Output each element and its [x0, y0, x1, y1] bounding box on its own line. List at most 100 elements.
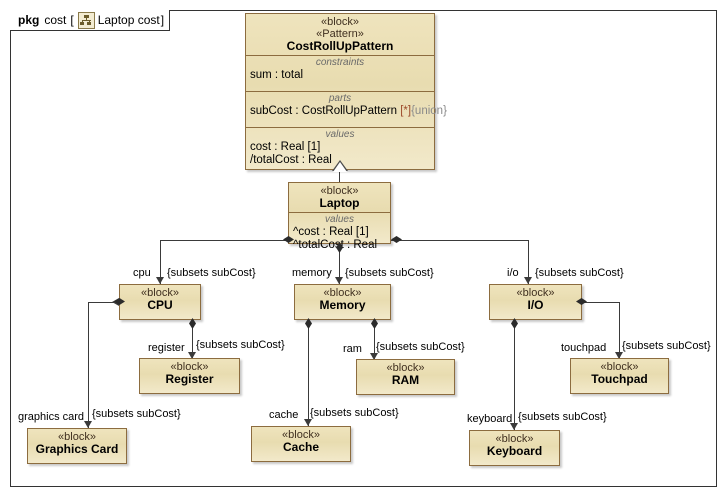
- block-name: Cache: [282, 440, 320, 454]
- edge-label-touchpad-constraint: {subsets subCost}: [622, 340, 711, 352]
- stereotype-block: «block»: [516, 287, 555, 299]
- compartment-caption: constraints: [315, 57, 365, 68]
- block-header: «block» Register: [140, 359, 239, 388]
- value-row: ^cost : Real [1]: [293, 226, 369, 238]
- block-costrolluppattern[interactable]: «block» «Pattern» CostRollUpPattern cons…: [245, 13, 447, 170]
- block-cache[interactable]: «block» Cache: [251, 426, 351, 462]
- block-header: «block» «Pattern» CostRollUpPattern: [246, 14, 434, 55]
- edge-laptop-io-v: [528, 240, 529, 284]
- composition-diamond-register: [189, 318, 196, 329]
- edge-laptop-cpu-h: [160, 240, 288, 241]
- block-name: Laptop: [319, 196, 360, 210]
- block-header: «block» I/O: [490, 285, 581, 314]
- composition-diamond-touchpad: [576, 298, 587, 305]
- compartment-parts: parts subCost : CostRollUpPattern [*]{un…: [246, 91, 447, 127]
- generalization-line: [339, 170, 340, 184]
- part-text: subCost : CostRollUpPattern: [250, 105, 398, 117]
- edge-label-keyboard-constraint: {subsets subCost}: [518, 411, 607, 423]
- edge-label-memory-role: memory: [292, 267, 332, 279]
- block-name: Graphics Card: [35, 442, 119, 456]
- compartment-caption: parts: [328, 93, 352, 104]
- edge-label-ram-role: ram: [343, 343, 362, 355]
- block-header: «block» Touchpad: [571, 359, 668, 388]
- block-register[interactable]: «block» Register: [139, 358, 240, 394]
- edge-label-touchpad-role: touchpad: [561, 342, 607, 354]
- edge-label-cache-role: cache: [269, 409, 299, 421]
- composition-diamond-cpu: [283, 236, 294, 243]
- block-cpu[interactable]: «block» CPU: [119, 284, 201, 320]
- edge-memory-cache-v: [308, 320, 309, 426]
- stereotype-pattern: «Pattern»: [316, 28, 364, 40]
- block-laptop[interactable]: «block» Laptop values ^cost : Real [1] ^…: [288, 182, 391, 251]
- block-name: Memory: [319, 298, 366, 312]
- edge-label-graphics-card-constraint: {subsets subCost}: [92, 408, 181, 420]
- composition-diamond-cache: [305, 318, 312, 329]
- compartment-caption: values: [325, 214, 354, 225]
- edge-memory-ram-v: [374, 320, 375, 360]
- part-constraint: {union}: [411, 105, 447, 117]
- block-header: «block» Cache: [252, 427, 350, 456]
- stereotype-block: «block»: [141, 287, 179, 299]
- value-row: cost : Real [1]: [250, 141, 321, 153]
- edge-label-memory-constraint: {subsets subCost}: [345, 267, 434, 279]
- edge-arrow-memory: [335, 277, 343, 284]
- block-name: Touchpad: [591, 372, 648, 386]
- stereotype-block: «block»: [282, 429, 320, 441]
- stereotype-block: «block»: [386, 362, 425, 374]
- composition-diamond-io: [391, 236, 402, 243]
- stereotype-block: «block»: [323, 287, 362, 299]
- block-name: RAM: [391, 373, 420, 387]
- composition-diamond-ram: [371, 318, 378, 329]
- block-touchpad[interactable]: «block» Touchpad: [570, 358, 669, 394]
- stereotype-block: «block»: [495, 433, 534, 445]
- compartment-values: values cost : Real [1] /totalCost : Real: [246, 127, 434, 176]
- composition-diamond-graphics-card: [114, 298, 125, 305]
- block-header: «block» CPU: [120, 285, 200, 314]
- edge-io-keyboard-v: [514, 320, 515, 430]
- composition-diamond-keyboard: [511, 318, 518, 329]
- block-header: «block» RAM: [357, 360, 454, 389]
- edge-arrow-register: [188, 352, 196, 359]
- block-name: CostRollUpPattern: [286, 39, 394, 53]
- block-name: CPU: [147, 298, 173, 312]
- edge-label-cache-constraint: {subsets subCost}: [310, 407, 399, 419]
- frame-package-name: cost: [44, 13, 67, 27]
- stereotype-block: «block»: [320, 185, 359, 197]
- block-memory[interactable]: «block» Memory: [294, 284, 391, 320]
- frame-diagram-name: Laptop cost: [97, 13, 160, 27]
- edge-label-cpu-constraint: {subsets subCost}: [167, 267, 256, 279]
- edge-label-keyboard-role: keyboard: [467, 413, 513, 425]
- compartment-values: values ^cost : Real [1] ^totalCost : Rea…: [289, 212, 390, 251]
- frame-keyword: pkg: [18, 13, 40, 27]
- edge-laptop-io-h: [391, 240, 529, 241]
- edge-io-touchpad-h: [582, 302, 620, 303]
- block-keyboard[interactable]: «block» Keyboard: [469, 430, 560, 466]
- edge-laptop-memory-v: [339, 244, 340, 284]
- edge-label-io-role: i/o: [507, 267, 519, 279]
- bdd-diagram-icon: [77, 11, 95, 29]
- frame-bracket-close: ]: [160, 13, 165, 27]
- edge-arrow-io: [524, 277, 532, 284]
- edge-label-register-constraint: {subsets subCost}: [196, 339, 285, 351]
- edge-arrow-cpu: [156, 277, 164, 284]
- compartment-constraints: constraints sum : total: [246, 55, 434, 91]
- block-header: «block» Graphics Card: [28, 429, 126, 458]
- stereotype-block: «block»: [321, 16, 359, 28]
- part-multiplicity: [*]: [400, 105, 412, 117]
- constraint-row: sum : total: [250, 69, 304, 81]
- edge-arrow-graphics-card: [84, 421, 92, 428]
- block-ram[interactable]: «block» RAM: [356, 359, 455, 395]
- block-io[interactable]: «block» I/O: [489, 284, 582, 320]
- edge-cpu-graphics-v: [88, 302, 89, 428]
- block-graphics-card[interactable]: «block» Graphics Card: [27, 428, 127, 464]
- edge-label-ram-constraint: {subsets subCost}: [376, 341, 465, 353]
- edge-cpu-graphics-h: [88, 302, 119, 303]
- edge-arrow-touchpad: [615, 352, 623, 359]
- diagram-frame-tab[interactable]: pkg cost [ Laptop cost ]: [10, 10, 171, 31]
- generalization-triangle: [333, 162, 347, 172]
- block-name: Keyboard: [486, 444, 543, 458]
- edge-arrow-cache: [304, 419, 312, 426]
- stereotype-block: «block»: [170, 361, 209, 373]
- block-header: «block» Keyboard: [470, 431, 559, 460]
